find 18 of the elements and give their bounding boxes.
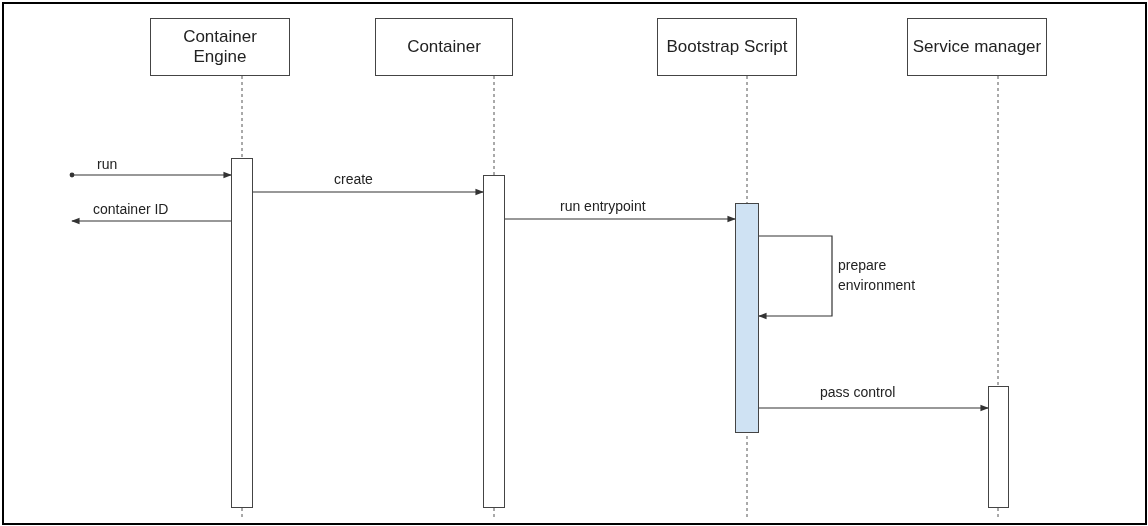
message-label: run entrypoint (560, 198, 646, 214)
activation-bar (988, 386, 1009, 508)
message-arrow (69, 171, 232, 179)
participant-box: Service manager (907, 18, 1047, 76)
message-arrow (71, 217, 232, 225)
message-label: pass control (820, 384, 896, 400)
participant-box: Container Engine (150, 18, 290, 76)
message-arrow (252, 188, 484, 196)
activation-bar (483, 175, 505, 508)
activation-bar (231, 158, 253, 508)
self-message-arrow (758, 235, 833, 320)
message-arrow (504, 215, 736, 223)
activation-bar (735, 203, 759, 433)
message-arrow (758, 404, 989, 412)
message-label: container ID (93, 201, 169, 217)
participant-box: Container (375, 18, 513, 76)
message-label: create (334, 171, 373, 187)
participant-box: Bootstrap Script (657, 18, 797, 76)
